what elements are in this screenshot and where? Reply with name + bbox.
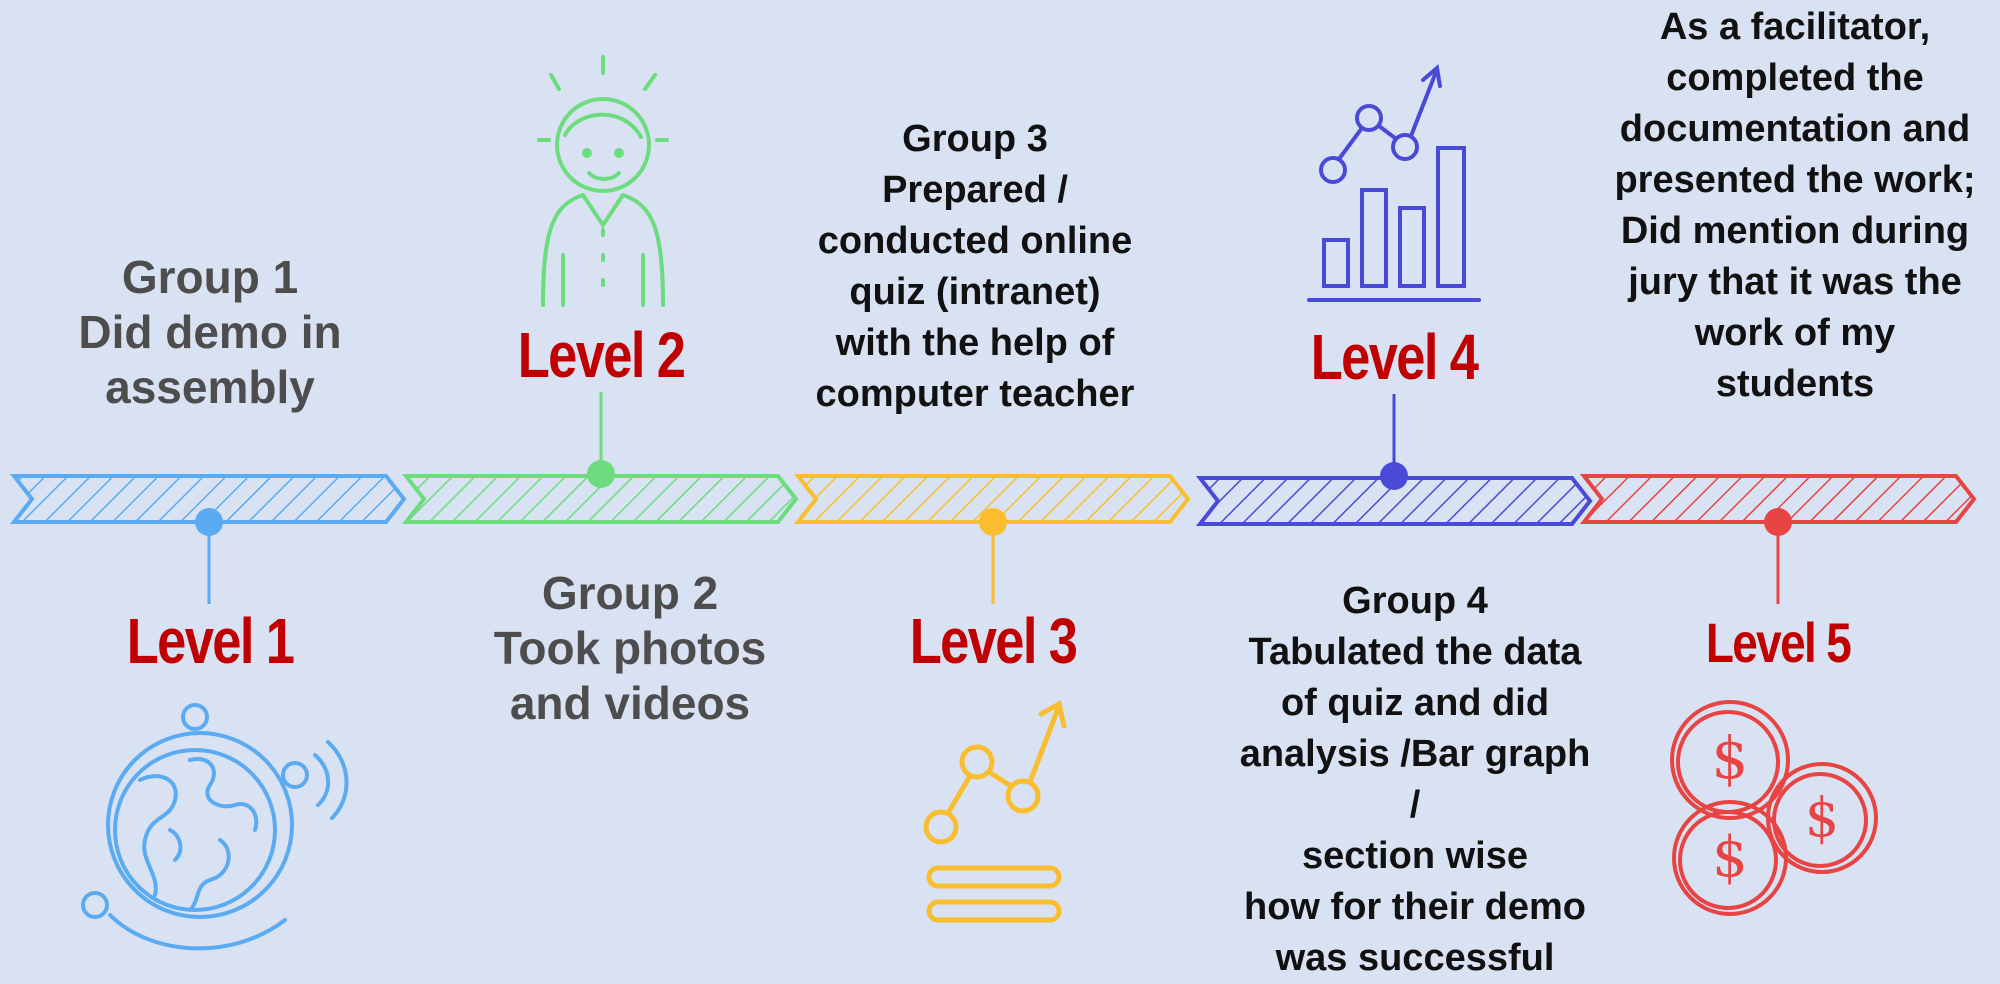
stage-4-line-7: how for their demo bbox=[1244, 886, 1586, 928]
stage-5-line-5: Did mention during bbox=[1620, 210, 1970, 252]
stage-2-line-1: Group 2 bbox=[541, 567, 719, 619]
timeline-segment-3 bbox=[793, 474, 1191, 524]
stage-4-line-5: / bbox=[1409, 784, 1421, 826]
stage-5-description: As a facilitator, completed the document… bbox=[1590, 2, 2000, 410]
stage-4-line-6: section wise bbox=[1302, 835, 1528, 877]
stage-5-line-8: students bbox=[1715, 363, 1875, 405]
timeline-dot-3 bbox=[979, 508, 1007, 536]
timeline-segment-1 bbox=[9, 474, 407, 524]
stage-3-line-6: computer teacher bbox=[815, 373, 1135, 415]
stage-4-line-8: was successful bbox=[1275, 937, 1555, 979]
timeline-segment-4 bbox=[1195, 476, 1593, 526]
stage-4-line-3: of quiz and did bbox=[1280, 682, 1550, 724]
stage-2-description: Group 2 Took photos and videos bbox=[460, 566, 800, 732]
stage-5-line-7: work of my bbox=[1694, 312, 1896, 354]
stage-5-level-label: Level 5 bbox=[1705, 611, 1852, 674]
stage-2-level-label: Level 2 bbox=[517, 319, 686, 391]
stage-3-line-1: Group 3 bbox=[902, 118, 1048, 160]
coins-icon: $ $ $ bbox=[1670, 700, 1878, 916]
stage-1-description: Group 1 Did demo in assembly bbox=[40, 250, 380, 416]
stage-4-description: Group 4 Tabulated the data of quiz and d… bbox=[1215, 576, 1615, 984]
stage-3-level-label: Level 3 bbox=[909, 605, 1078, 677]
stage-1-line-1: Group 1 bbox=[121, 251, 299, 303]
stage-5-line-1: As a facilitator, bbox=[1659, 6, 1931, 48]
timeline-dot-5 bbox=[1764, 508, 1792, 536]
stage-5-line-4: presented the work; bbox=[1614, 159, 1976, 201]
stage-3-line-4: quiz (intranet) bbox=[849, 271, 1101, 313]
stage-1-line-2: Did demo in bbox=[78, 306, 342, 359]
stage-5-line-6: jury that it was the bbox=[1628, 261, 1962, 303]
stage-4-line-1: Group 4 bbox=[1342, 580, 1488, 622]
stage-3-line-5: with the help of bbox=[835, 322, 1115, 364]
timeline-segment-2 bbox=[401, 474, 799, 524]
person-idea-icon bbox=[537, 55, 669, 307]
stage-4-line-4: analysis /Bar graph bbox=[1239, 733, 1591, 775]
stage-4-level-label: Level 4 bbox=[1310, 321, 1479, 393]
stage-3-line-2: Prepared / bbox=[882, 169, 1068, 211]
globe-icon bbox=[81, 703, 349, 951]
stage-2-line-3: and videos bbox=[509, 677, 751, 730]
stage-1-line-3: assembly bbox=[105, 361, 315, 414]
svg-text:$: $ bbox=[1805, 786, 1839, 849]
timeline-dot-2 bbox=[587, 460, 615, 488]
stage-3-line-3: conducted online bbox=[817, 220, 1133, 262]
timeline-dot-1 bbox=[195, 508, 223, 536]
bar-chart-icon bbox=[1307, 64, 1481, 302]
stage-5-line-3: documentation and bbox=[1619, 108, 1971, 150]
timeline-segment-5 bbox=[1579, 474, 1977, 524]
svg-text:$: $ bbox=[1712, 724, 1749, 792]
growth-chart-icon bbox=[923, 700, 1067, 923]
stage-3-description: Group 3 Prepared / conducted online quiz… bbox=[790, 114, 1160, 420]
stage-4-line-2: Tabulated the data bbox=[1248, 631, 1582, 673]
stage-1-level-label: Level 1 bbox=[126, 605, 295, 677]
timeline-dot-4 bbox=[1380, 462, 1408, 490]
stage-2-line-2: Took photos bbox=[493, 622, 767, 675]
svg-text:$: $ bbox=[1712, 825, 1748, 890]
stage-5-line-2: completed the bbox=[1666, 57, 1924, 99]
